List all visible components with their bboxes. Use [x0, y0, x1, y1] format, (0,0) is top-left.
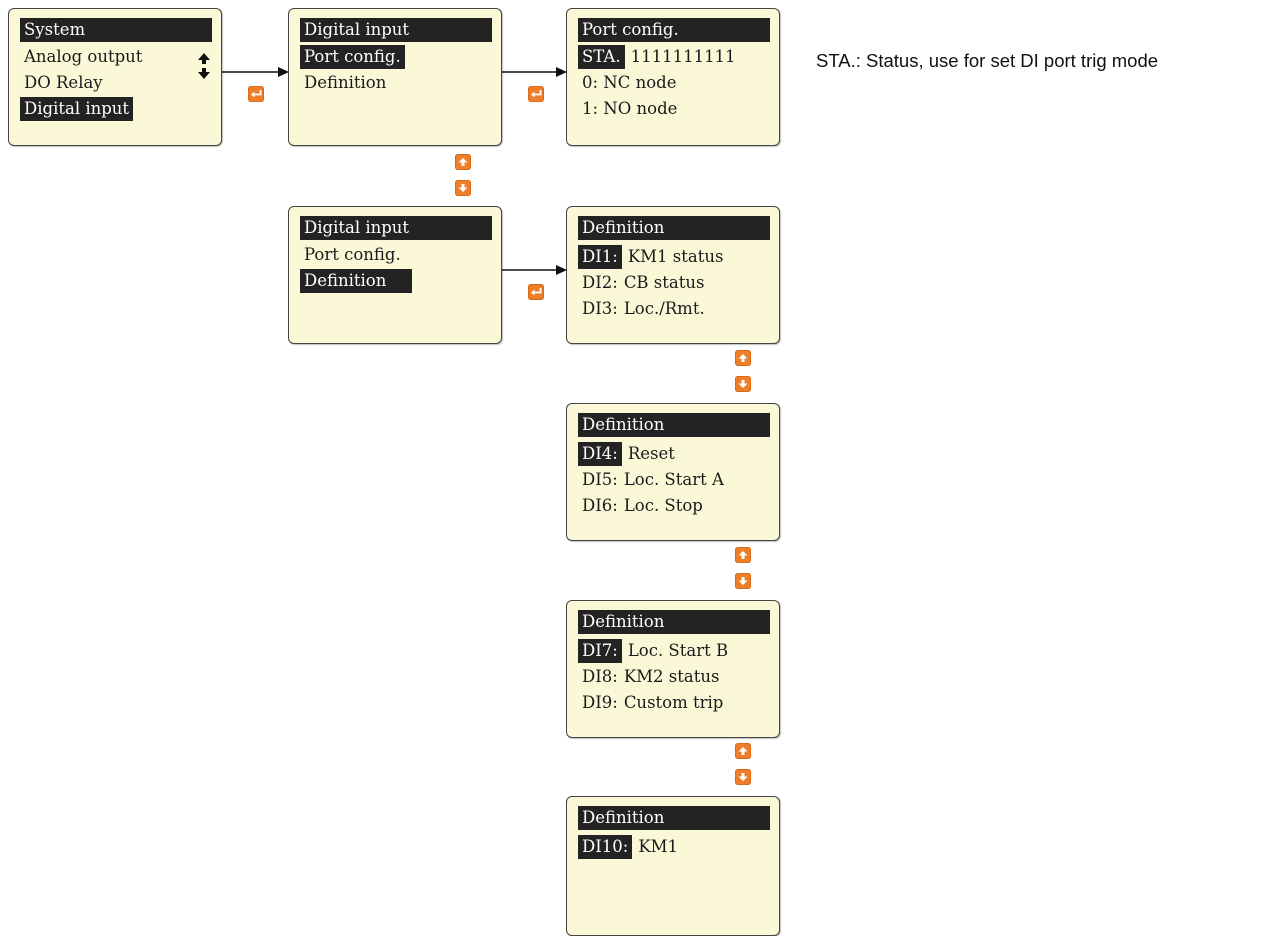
definition-row-di6[interactable]: DI6:Loc. Stop	[582, 496, 703, 515]
sta-row[interactable]: STA. 1111111111	[578, 45, 736, 69]
screen-title: Definition	[578, 806, 770, 830]
screen-port-config: Port config. STA. 1111111111 0: NC node 1…	[566, 8, 780, 146]
menu-item-port-config[interactable]: Port config.	[304, 245, 401, 264]
screen-title: Digital input	[300, 18, 492, 42]
screen-title: System	[20, 18, 212, 42]
screen-title: Definition	[578, 610, 770, 634]
menu-item-digital-input[interactable]: Digital input	[20, 97, 134, 121]
screen-digital-input-port: Digital input Port config. Definition	[288, 8, 502, 146]
definition-row-di10[interactable]: DI10:KM1	[578, 835, 678, 859]
enter-key-icon	[248, 86, 264, 102]
down-key-icon	[455, 180, 471, 196]
screen-title: Port config.	[578, 18, 770, 42]
screen-title: Definition	[578, 216, 770, 240]
definition-row-di8[interactable]: DI8:KM2 status	[582, 667, 720, 686]
menu-item-analog-output[interactable]: Analog output	[24, 47, 143, 66]
down-key-icon	[735, 769, 751, 785]
menu-item-do-relay[interactable]: DO Relay	[24, 73, 103, 92]
definition-row-di2[interactable]: DI2:CB status	[582, 273, 705, 292]
menu-item-definition[interactable]: Definition	[304, 73, 387, 92]
screen-definition-page-1: Definition DI1:KM1 status DI2:CB status …	[566, 206, 780, 344]
flow-arrow-port-to-port-config	[502, 67, 567, 77]
screen-title: Definition	[578, 413, 770, 437]
screen-main-menu: System Analog output DO Relay Digital in…	[8, 8, 222, 146]
up-key-icon	[735, 350, 751, 366]
no-node-line: 1: NO node	[582, 99, 678, 118]
enter-key-icon	[528, 86, 544, 102]
menu-item-port-config[interactable]: Port config.	[300, 45, 405, 69]
definition-row-di7[interactable]: DI7:Loc. Start B	[578, 639, 728, 663]
down-key-icon	[735, 376, 751, 392]
flow-arrow-definition-to-page-1	[502, 265, 567, 275]
screen-title: Digital input	[300, 216, 492, 240]
flow-arrow-main-to-digital-input	[222, 67, 289, 77]
definition-row-di4[interactable]: DI4:Reset	[578, 442, 675, 466]
up-key-icon	[455, 154, 471, 170]
nc-node-line: 0: NC node	[582, 73, 677, 92]
up-key-icon	[735, 743, 751, 759]
definition-row-di9[interactable]: DI9:Custom trip	[582, 693, 724, 712]
screen-definition-page-4: Definition DI10:KM1	[566, 796, 780, 936]
sta-value: 1111111111	[630, 47, 736, 66]
scroll-updown-icon	[197, 53, 211, 79]
definition-row-di3[interactable]: DI3:Loc./Rmt.	[582, 299, 705, 318]
enter-key-icon	[528, 284, 544, 300]
definition-row-di5[interactable]: DI5:Loc. Start A	[582, 470, 724, 489]
up-key-icon	[735, 547, 751, 563]
down-key-icon	[735, 573, 751, 589]
screen-digital-input-definition: Digital input Port config. Definition	[288, 206, 502, 344]
menu-item-definition[interactable]: Definition	[300, 269, 412, 293]
screen-definition-page-3: Definition DI7:Loc. Start B DI8:KM2 stat…	[566, 600, 780, 738]
sta-note: STA.: Status, use for set DI port trig m…	[816, 50, 1159, 71]
definition-row-di1[interactable]: DI1:KM1 status	[578, 245, 723, 269]
sta-label: STA.	[578, 45, 625, 69]
screen-definition-page-2: Definition DI4:Reset DI5:Loc. Start A DI…	[566, 403, 780, 541]
